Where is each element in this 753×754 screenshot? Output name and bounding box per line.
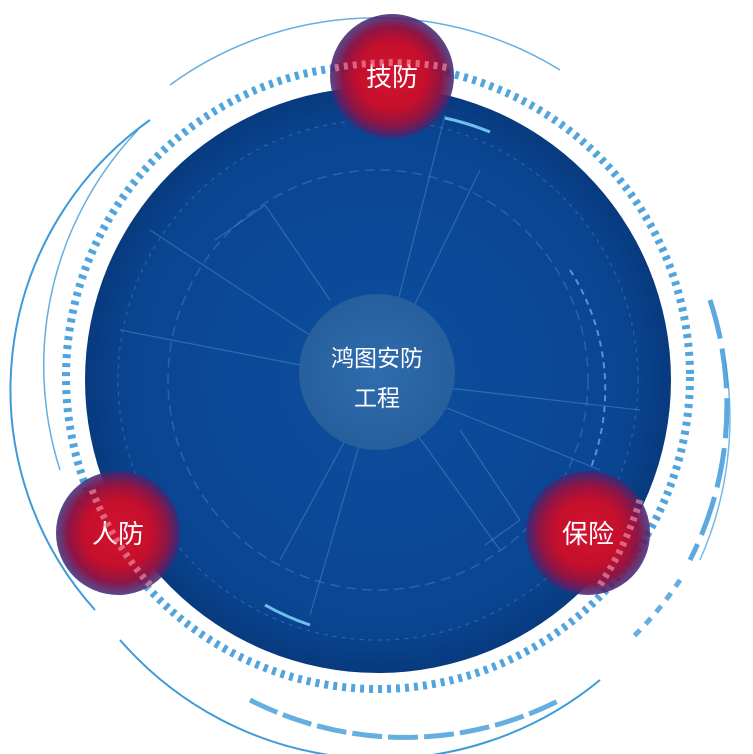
- node-personnel-defense-label: 人防: [92, 520, 144, 550]
- node-insurance-label: 保险: [562, 520, 614, 550]
- node-tech-defense-label: 技防: [366, 63, 418, 93]
- center-title-line1: 鸿图安防: [331, 346, 423, 372]
- outer-arc-left-2: [42, 129, 139, 471]
- node-tech-defense-circle: [330, 14, 454, 138]
- outer-arc-right: [687, 299, 730, 562]
- outer-dash-right: [628, 578, 683, 642]
- node-personnel-defense-circle: [56, 471, 180, 595]
- inner-arc-right: [569, 269, 607, 471]
- node-ring-overlay: [88, 59, 644, 588]
- outer-arc-bottom-2: [248, 697, 562, 740]
- inner-arc-bottom: [264, 603, 311, 627]
- outer-arc-left: [9, 119, 151, 611]
- center-hub-circle: [299, 294, 455, 450]
- center-hub: 鸿图安防 工程: [299, 294, 455, 450]
- outer-arc-bottom: [119, 639, 601, 754]
- node-insurance-circle: [526, 471, 650, 595]
- inner-dashed-ring-2: [167, 169, 589, 591]
- node-insurance[interactable]: 保险: [526, 471, 650, 595]
- outer-arc-top: [169, 17, 561, 86]
- node-tech-defense[interactable]: 技防: [330, 14, 454, 138]
- outer-arc-right-2: [699, 359, 731, 561]
- center-title-line2: 工程: [354, 386, 400, 412]
- node-personnel-defense[interactable]: 人防: [56, 471, 180, 595]
- inner-arc-top: [444, 116, 491, 134]
